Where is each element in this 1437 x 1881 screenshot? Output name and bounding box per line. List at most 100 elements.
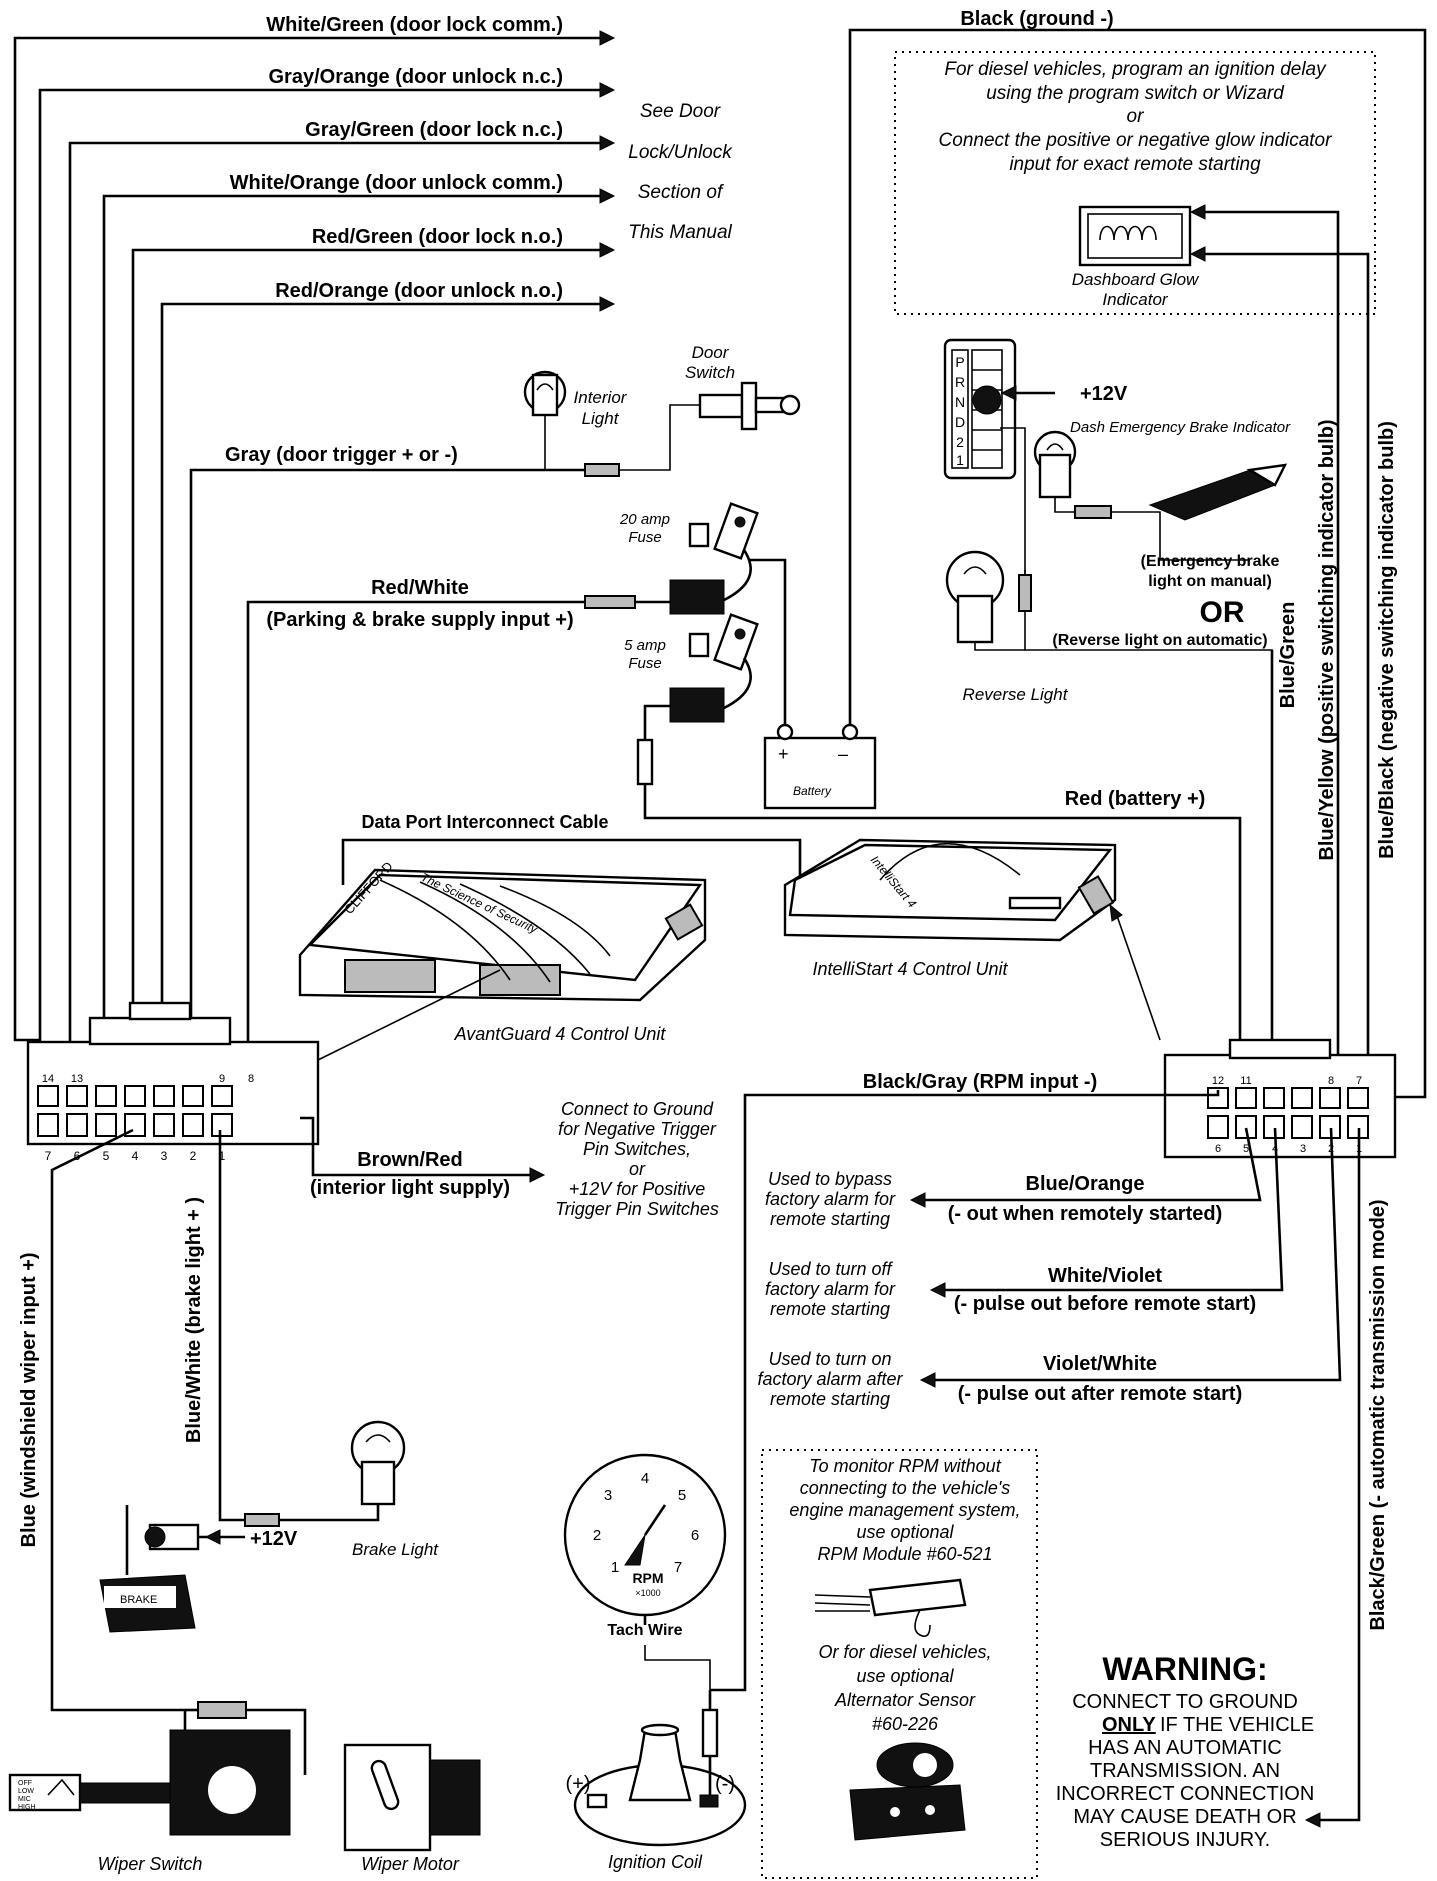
svg-text:MIC: MIC [18,1796,31,1803]
svg-text:2: 2 [190,1149,197,1163]
blue-orange-wire [925,1127,1262,1202]
svg-text:5: 5 [103,1149,110,1163]
svg-text:Wiper Motor: Wiper Motor [361,1854,460,1874]
tachometer [563,1453,727,1617]
svg-text:Dash Emergency Brake Indicator: Dash Emergency Brake Indicator [1070,419,1291,436]
wire-label-blue-green: Blue/Green [1277,602,1299,709]
wire-label-gray-green: Gray/Green (door lock n.c.) [305,119,563,141]
brake-plus12v-label: +12V [250,1528,298,1550]
fuse-20amp [669,502,759,615]
wire-label-brown-red: Brown/Red [357,1149,463,1171]
left-connector [26,1001,320,1146]
turn-on-note: Used to turn on factory alarm after remo… [757,1349,903,1409]
connector-pin [153,1085,175,1107]
ground-trigger-note: Connect to Ground for Negative Trigger P… [555,1099,719,1219]
wire-label-violet-white: Violet/White [1043,1353,1157,1375]
connector-pin [37,1085,59,1107]
svg-text:or: or [1127,106,1145,127]
white-violet-wire [945,1127,1284,1292]
wire-label-white-violet: White/Violet [1048,1265,1162,1287]
connector-pin [1347,1087,1369,1109]
svg-text:Light: Light [582,409,620,428]
svg-text:Switch: Switch [685,363,735,382]
turn-off-note: Used to turn off factory alarm for remot… [765,1259,896,1319]
svg-text:remote starting: remote starting [770,1299,890,1319]
svg-text:5 amp: 5 amp [624,637,666,654]
svg-text:OFF: OFF [18,1780,32,1787]
svg-text:connecting to the vehicle's: connecting to the vehicle's [800,1478,1011,1498]
svg-text:Connect the positive or negati: Connect the positive or negative glow in… [939,130,1333,151]
svg-text:Wiper Switch: Wiper Switch [98,1854,203,1874]
svg-text:Tach Wire: Tach Wire [607,1622,682,1639]
svg-text:or: or [629,1159,646,1179]
svg-text:use optional: use optional [856,1666,954,1686]
door-switch [698,381,801,431]
connector-pin [182,1085,204,1107]
rpm-module-box [761,1449,1038,1879]
emergency-brake-note: (Emergency brake [1141,553,1280,570]
wiper-switch [8,1729,291,1836]
svg-text:8: 8 [1328,1075,1334,1087]
svg-text:3: 3 [604,1487,612,1504]
svg-text:2: 2 [956,434,964,450]
svg-text:4: 4 [132,1149,139,1163]
svg-text:Interior: Interior [574,388,628,407]
data-port-cable [341,838,802,885]
wire-label-white-orange: White/Orange (door unlock comm.) [230,172,563,194]
svg-text:use optional: use optional [856,1522,954,1542]
svg-text:using the program switch or Wi: using the program switch or Wizard [986,83,1285,104]
svg-text:8: 8 [248,1073,254,1085]
svg-text:IF THE VEHICLE: IF THE VEHICLE [1160,1714,1314,1736]
svg-text:6: 6 [691,1527,699,1544]
gray-wire-connector [584,463,620,477]
svg-text:9: 9 [219,1073,225,1085]
svg-text:#60-226: #60-226 [872,1714,939,1734]
connector-pin [1207,1115,1229,1139]
or-label: OR [1200,596,1245,629]
svg-text:factory alarm for: factory alarm for [765,1189,896,1209]
svg-text:Used to bypass: Used to bypass [768,1169,892,1189]
black-green-wire [1320,1128,1361,1822]
svg-text:Lock/Unlock: Lock/Unlock [628,142,733,163]
svg-text:20 amp: 20 amp [619,511,670,528]
wire-label-violet-white-desc: (- pulse out after remote start) [958,1383,1242,1405]
connector-pin [1235,1115,1257,1139]
brake-pedal-switch [99,1505,200,1633]
svg-text:for Negative Trigger: for Negative Trigger [558,1119,717,1139]
connector-pin [1207,1087,1229,1109]
svg-text:INCORRECT CONNECTION: INCORRECT CONNECTION [1056,1783,1315,1805]
svg-text:+12V for Positive: +12V for Positive [569,1179,706,1199]
svg-text:engine management system,: engine management system, [789,1500,1020,1520]
wire-label-black-gray: Black/Gray (RPM input -) [863,1071,1097,1093]
svg-text:P: P [955,354,964,370]
svg-text:Or for diesel vehicles,: Or for diesel vehicles, [818,1642,991,1662]
svg-text:To monitor RPM without: To monitor RPM without [809,1456,1001,1476]
connector-pin [182,1113,204,1137]
wiper-motor [343,1743,481,1852]
svg-text:5: 5 [678,1487,686,1504]
svg-text:Connect to Ground: Connect to Ground [561,1099,714,1119]
svg-text:Fuse: Fuse [628,529,661,546]
warning-title: WARNING: [1102,1651,1267,1687]
wire-label-blue-wiper: Blue (windshield wiper input +) [18,1252,40,1547]
svg-text:Brake Light: Brake Light [352,1540,439,1559]
svg-text:6: 6 [1215,1143,1221,1155]
svg-text:Used to turn off: Used to turn off [768,1259,893,1279]
svg-text:CONNECT TO GROUND: CONNECT TO GROUND [1072,1691,1298,1713]
rpm-module [814,1578,967,1638]
svg-text:Pin Switches,: Pin Switches, [583,1139,691,1159]
emergency-brake-handle [1148,463,1288,521]
ignition-coil [573,1723,747,1847]
svg-text:7: 7 [674,1559,682,1576]
interior-light [523,370,567,417]
bypass-note: Used to bypass factory alarm for remote … [765,1169,896,1229]
svg-text:5: 5 [1243,1143,1249,1155]
blue-white-brake-wire [218,1130,245,1522]
brown-red-wire [300,1116,530,1177]
blue-wiper-wire [50,1128,185,1712]
wire-label-white-green: White/Green (door lock comm.) [266,14,563,36]
svg-text:–: – [838,744,848,764]
svg-text:factory alarm after: factory alarm after [757,1369,903,1389]
wire-label-black-ground: Black (ground -) [960,8,1113,30]
